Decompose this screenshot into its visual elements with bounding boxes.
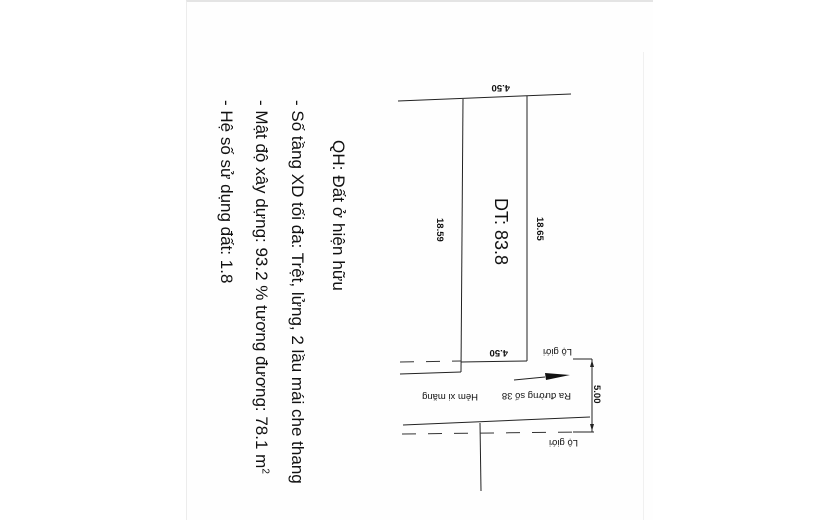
plot-area-label: DT: 83.8 <box>491 198 511 266</box>
arrowhead-up-icon <box>590 360 594 367</box>
left-length-label: 18.59 <box>434 218 445 242</box>
road-name-alley: Hẻm xi măng <box>422 391 478 402</box>
legend-item-density: - Mật độ xây dựng: 93.2 % tương đương: 7… <box>251 100 271 474</box>
road-edge-upper-left <box>399 371 462 375</box>
lo-gioi-label-bottom: Lộ giới <box>549 437 578 448</box>
zoning-title: QH: Đất ở hiện hữu <box>329 140 348 291</box>
lo-gioi-dashed-upper <box>399 360 462 363</box>
legend-item-text: Số tầng XD tối đa: Trệt, lửng, 2 lầu mái… <box>288 110 307 484</box>
legend-item-floors: - Số tầng XD tối đa: Trệt, lửng, 2 lầu m… <box>287 100 307 484</box>
lo-gioi-label-top: Lộ giới <box>543 346 572 357</box>
legend-item-text: Hệ số sử dụng đất: 1.8 <box>217 110 236 284</box>
bottom-lot-line <box>460 360 528 363</box>
top-boundary-line <box>397 93 572 102</box>
road-width-label: 5.00 <box>591 385 602 404</box>
road-name-main: Ra đường số 38 <box>501 390 571 401</box>
top-width-label: 4.50 <box>491 82 511 93</box>
bullet: - <box>252 100 271 106</box>
bottom-width-label: 4.50 <box>489 347 509 358</box>
scanned-page <box>186 0 653 520</box>
direction-arrow-shaft <box>513 376 546 381</box>
right-length-label: 18.65 <box>534 217 545 241</box>
bullet: - <box>288 100 307 106</box>
direction-arrow-icon <box>545 373 570 380</box>
left-lot-line <box>460 98 464 373</box>
neighbor-lot-line <box>479 422 482 492</box>
page-inner-edge <box>643 52 644 520</box>
legend-item-far: - Hệ số sử dụng đất: 1.8 <box>216 100 236 283</box>
legend-item-text: Mật độ xây dựng: 93.2 % tương đương: 78.… <box>252 110 271 469</box>
road-edge-lower <box>402 416 591 426</box>
bullet: - <box>217 100 236 106</box>
lo-gioi-dashed-lower <box>401 431 581 435</box>
unit-superscript: 2 <box>259 468 271 474</box>
arrowhead-down-icon <box>590 424 594 431</box>
